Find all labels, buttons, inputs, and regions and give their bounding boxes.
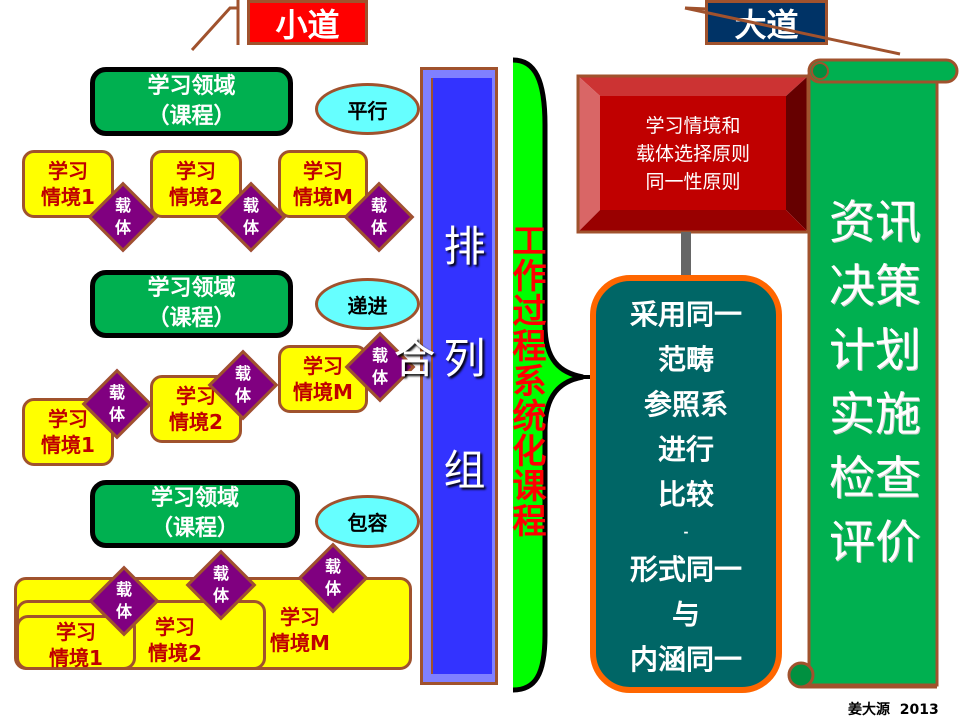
situation-label: 学习: [303, 354, 343, 378]
carrier-char: 体: [115, 602, 132, 621]
scroll-shape: [787, 58, 959, 689]
relation-parallel: 平行: [315, 83, 420, 135]
comparison-text: 采用同一范畴参照系进行比较 - 形式同一与内涵同一: [596, 292, 776, 682]
scroll-step: 检查: [829, 451, 921, 505]
comparison-line: 参照系: [643, 388, 728, 421]
situation-label: 情境M: [270, 631, 330, 655]
relation-inclusive: 包容: [315, 495, 420, 548]
comparison-line: 形式同一: [629, 553, 742, 586]
comparison-line: -: [683, 525, 689, 539]
situation-label: 学习: [176, 384, 216, 408]
principle-line: 学习情境和: [645, 115, 741, 137]
carrier-char: 载: [324, 557, 341, 576]
carrier-label: 载体: [97, 382, 137, 426]
comparison-line: 进行: [657, 433, 714, 466]
situation-label: 学习: [280, 605, 320, 629]
arrangement-column: [420, 67, 498, 685]
relation-progressive: 递进: [315, 278, 420, 330]
scroll-text: 资讯决策计划实施检查评价: [815, 190, 935, 574]
situation-label: 学习: [155, 615, 195, 639]
carrier-char: 体: [371, 368, 388, 387]
comparison-line: 范畴: [657, 343, 714, 376]
carrier-char: 载: [242, 196, 259, 215]
situation-m: 学习情境M: [262, 600, 338, 660]
situation-label: 情境2: [169, 410, 223, 434]
carrier-label: 载体: [313, 556, 353, 600]
scroll-step: 决策: [829, 259, 921, 313]
situation-label: 学习: [48, 407, 88, 431]
carrier-char: 载: [370, 196, 387, 215]
principle-text: 学习情境和 载体选择原则 同一性原则: [600, 112, 786, 196]
situation-label: 学习: [56, 620, 96, 644]
comparison-line: 比较: [657, 478, 714, 511]
situation-label: 情境M: [293, 185, 353, 209]
situation-label: 学习: [303, 159, 343, 183]
learning-domain-box-1: 学习领域 （课程）: [90, 67, 293, 136]
principle-line: 同一性原则: [645, 171, 741, 193]
comparison-line: 内涵同一: [629, 643, 742, 676]
small-path-label: 小道: [247, 0, 368, 45]
carrier-label: 载体: [360, 345, 400, 389]
carrier-label: 载体: [103, 195, 143, 239]
carrier-char: 载: [108, 383, 125, 402]
carrier-char: 体: [242, 218, 259, 237]
principle-box-bevel: [576, 74, 810, 234]
scroll-step: 实施: [829, 387, 921, 441]
situation-label: 学习: [176, 159, 216, 183]
situation-1: 学习情境1: [36, 620, 116, 670]
situation-label: 情境M: [293, 380, 353, 404]
big-path-connector: [684, 6, 901, 56]
domain-subtitle: （课程）: [147, 306, 236, 331]
domain-subtitle: （课程）: [150, 516, 239, 541]
scroll-step: 资讯: [829, 195, 921, 249]
situation-label: 情境1: [41, 433, 95, 457]
domain-subtitle: （课程）: [147, 103, 236, 129]
principle-line: 载体选择原则: [635, 143, 750, 165]
situation-label: 情境2: [169, 185, 223, 209]
carrier-label: 载体: [223, 363, 263, 407]
carrier-char: 载: [114, 196, 131, 215]
carrier-char: 载: [115, 580, 132, 599]
carrier-char: 载: [371, 346, 388, 365]
carrier-char: 体: [114, 218, 131, 237]
domain-title: 学习领域: [147, 276, 236, 301]
big-path-label: 大道: [705, 0, 828, 45]
domain-title: 学习领域: [150, 486, 239, 511]
scroll-step: 评价: [829, 515, 921, 569]
carrier-char: 载: [234, 364, 251, 383]
carrier-char: 载: [212, 564, 229, 583]
situation-label: 情境1: [41, 185, 95, 209]
situation-label: 情境2: [148, 641, 202, 665]
work-process-title: 工作过程系统化课程: [506, 222, 546, 538]
situation-label: 学习: [48, 159, 88, 183]
carrier-label: 载体: [104, 579, 144, 623]
situation-2: 学习情境2: [135, 612, 215, 668]
comparison-line: 采用同一: [629, 298, 742, 331]
carrier-char: 体: [108, 405, 125, 424]
carrier-label: 载体: [231, 195, 271, 239]
situation-label: 情境1: [49, 646, 103, 670]
carrier-label: 载体: [201, 563, 241, 607]
comparison-line: 与: [671, 598, 700, 631]
situation-m: 学习情境M: [278, 150, 368, 218]
situation-m: 学习情境M: [278, 345, 368, 413]
learning-domain-box-3: 学习领域 （课程）: [90, 480, 300, 548]
situation-2: 学习情境2: [150, 150, 242, 218]
carrier-char: 体: [324, 579, 341, 598]
carrier-label: 载体: [359, 195, 399, 239]
domain-title: 学习领域: [147, 73, 236, 99]
carrier-char: 体: [370, 218, 387, 237]
footer-credit: 姜大源 2013: [848, 702, 939, 718]
learning-domain-box-2: 学习领域 （课程）: [90, 270, 293, 338]
carrier-char: 体: [234, 386, 251, 405]
arrangement-text: 排列组合: [387, 224, 486, 560]
connector-stem: [681, 232, 691, 277]
scroll-step: 计划: [829, 323, 921, 377]
comparison-box: [590, 275, 782, 693]
carrier-char: 体: [212, 586, 229, 605]
